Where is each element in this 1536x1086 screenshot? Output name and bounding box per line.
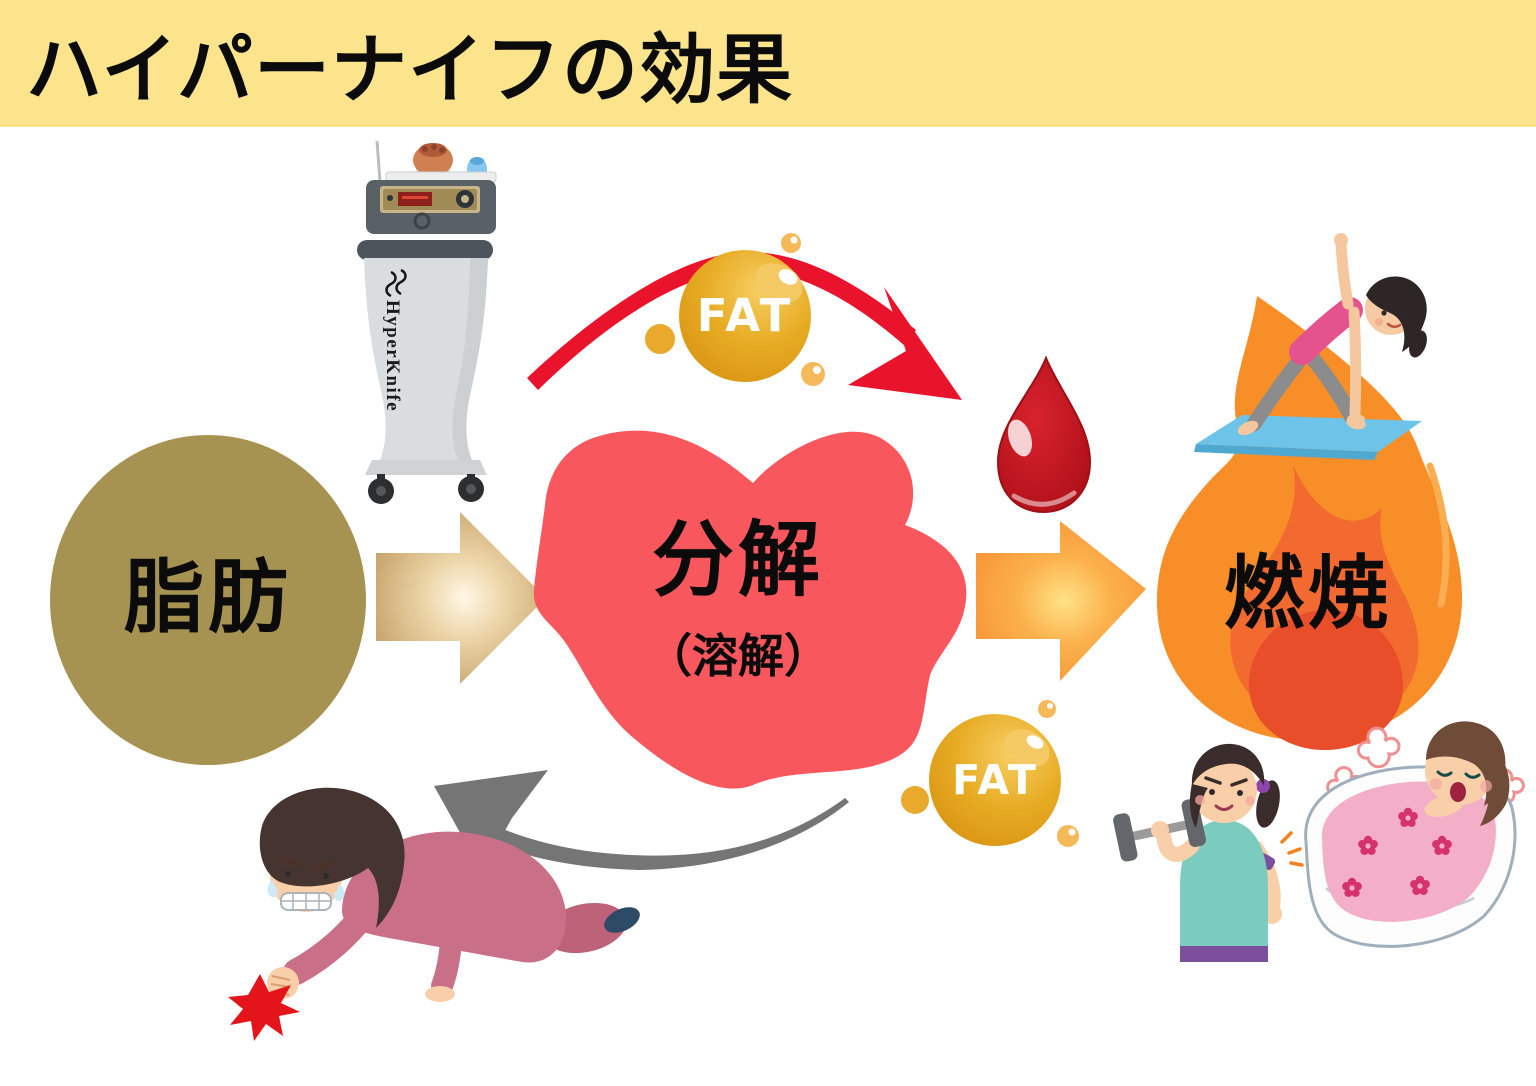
fat-bubble (901, 786, 929, 814)
bathing-woman-icon (1304, 721, 1525, 948)
tan-flow-arrow-icon (376, 512, 546, 684)
machine-lock (413, 212, 431, 230)
stage-burn-label: 燃焼 (1224, 547, 1392, 640)
page-title: ハイパーナイフの効果 (26, 25, 793, 114)
red-transport-arrow-icon (527, 252, 962, 400)
gray-rebound-arrow-icon (434, 770, 849, 872)
fat-bubble (1038, 700, 1056, 718)
fat-molecule-bottom-icon (901, 700, 1079, 847)
orange-flow-arrow-icon (976, 521, 1146, 681)
frustrated-crawling-woman-icon (228, 787, 640, 1041)
stage-dissolve-sublabel: （溶解） (646, 629, 830, 683)
fat-ball-bottom-label: FAT (952, 756, 1038, 804)
header-band: ハイパーナイフの効果 (0, 0, 1536, 127)
machine-brand-label: HyperKnife (382, 300, 403, 413)
fat-bubble (781, 233, 801, 253)
stage-dissolve-label: 分解 (651, 513, 824, 608)
stage-fat-label: 脂肪 (124, 551, 292, 644)
yoga-woman-icon (1194, 233, 1427, 460)
fat-bubble (645, 324, 675, 354)
hyperknife-machine-icon (357, 140, 497, 504)
machine-handle (357, 240, 493, 260)
impact-star-icon (228, 974, 300, 1041)
flame-icon (1156, 296, 1463, 750)
tear (267, 880, 278, 898)
fat-ball-top-label: FAT (696, 289, 794, 342)
blood-drop-icon (996, 355, 1092, 514)
fat-node-circle (50, 435, 366, 765)
hyperknife-logo-icon (385, 268, 407, 298)
fat-molecule-top-icon (645, 233, 825, 386)
fat-bubble (801, 362, 825, 386)
shoe (604, 907, 640, 933)
exercising-woman-icon (1113, 743, 1304, 962)
bath-water (1321, 781, 1496, 922)
bath-flowers (1342, 807, 1452, 897)
fat-bubble (1057, 825, 1079, 847)
dissolve-blob (533, 430, 967, 789)
waistband (1180, 946, 1268, 962)
machine-casters (368, 474, 484, 504)
tear (334, 884, 345, 902)
